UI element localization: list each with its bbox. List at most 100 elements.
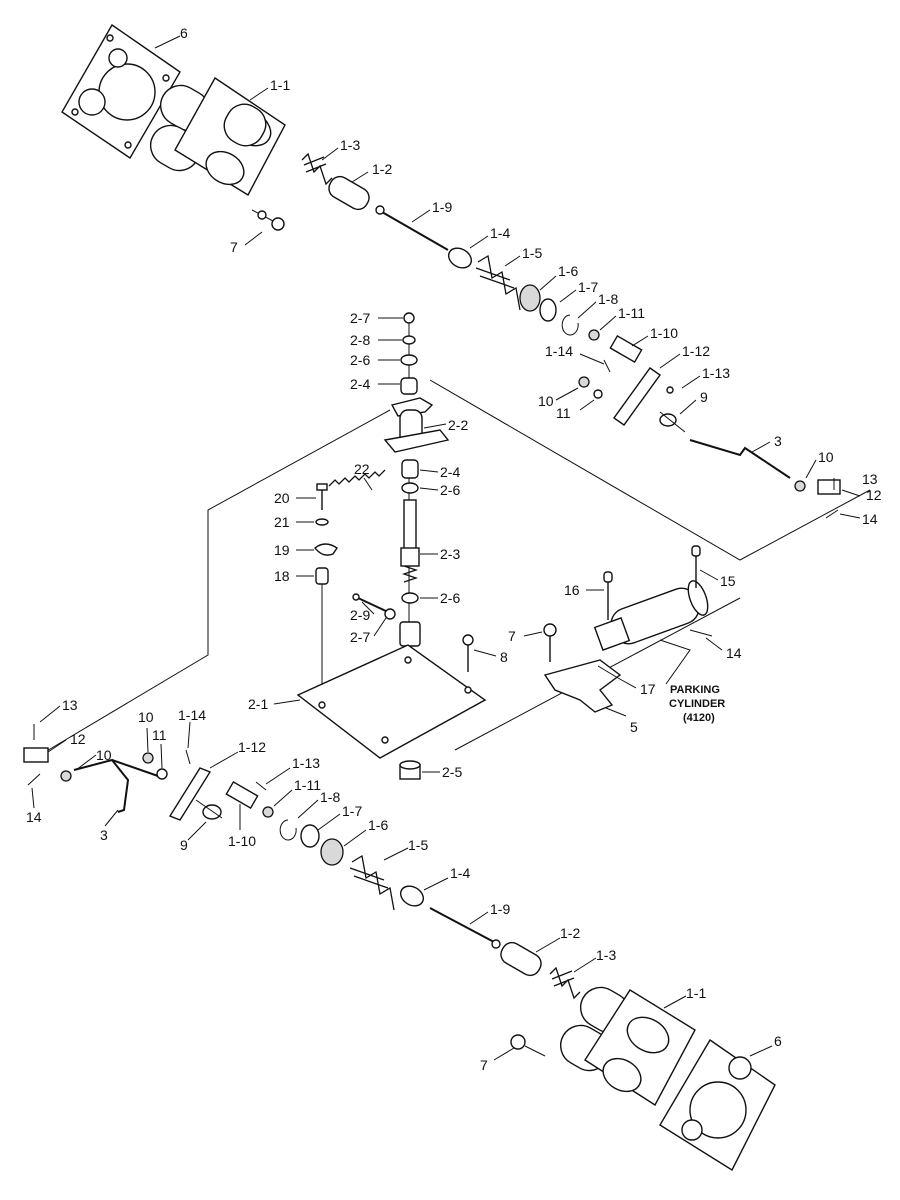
callout-bot-1-2: 1-2 [560,925,580,941]
callout-2-6-top: 2-6 [350,352,370,368]
callout-1-14: 1-14 [545,343,573,359]
callout-2-5: 2-5 [442,764,462,780]
spacer-18 [315,567,329,585]
callout-13: 13 [862,471,878,487]
pin-16 [603,571,613,620]
callout-1-4: 1-4 [490,225,510,241]
bolt-8 [462,634,474,672]
spring-top-1-3 [301,152,333,186]
callout-15: 15 [720,573,736,589]
callout-bot-3: 3 [100,827,108,843]
bushing-2-4-top [400,377,418,395]
callout-2-7-low: 2-7 [350,629,370,645]
pin-17 [597,665,619,679]
top-assembly [61,23,841,519]
nut-top-10b [794,480,806,492]
callout-9: 9 [700,389,708,405]
spring-bot-1-5 [349,854,395,911]
callout-1-3: 1-3 [340,137,360,153]
callout-7-mid: 7 [508,628,516,644]
collar-top [447,247,473,269]
base-plate-2-1 [296,644,487,759]
spring-bot-1-3 [549,966,581,1000]
pin-bot-1-13 [255,781,267,791]
retainer-bot [320,838,344,866]
clevis-bot-12 [23,747,49,763]
callout-14: 14 [862,511,878,527]
callout-bot-1-1: 1-1 [686,985,706,1001]
callouts-middle: 2-7 2-8 2-6 2-4 2-2 22 2-4 2-6 20 21 19 … [248,310,742,780]
oring-bot [300,824,320,848]
callout-10b: 10 [818,449,834,465]
callout-bot-14: 14 [26,809,42,825]
callout-2-4-top: 2-4 [350,376,370,392]
callout-bot-1-3: 1-3 [596,947,616,963]
callout-12: 12 [866,487,882,503]
callout-2-2: 2-2 [448,417,468,433]
shaft-2-3 [400,499,420,583]
lever-top-1-12 [613,367,661,426]
washer-2-8 [402,335,416,345]
gasket-top [61,23,181,159]
bolt-2-9 [352,593,389,613]
callout-bot-1-6: 1-6 [368,817,388,833]
clevis-top-1-10 [609,334,643,364]
callout-bot-1-9: 1-9 [490,901,510,917]
nut-bot-10b [142,752,154,764]
rod-top [381,211,449,251]
nut-bot-1-11 [262,806,274,818]
nut-2-7-top [403,312,415,324]
bracket-2-2 [383,397,450,453]
callout-1-10: 1-10 [650,325,678,341]
washer-2-6-top [400,354,418,366]
washer-bot-11 [156,768,168,780]
callout-bot-1-8: 1-8 [320,789,340,805]
callout-14-mid: 14 [726,645,742,661]
callout-bot-1-5: 1-5 [408,837,428,853]
callout-2-9: 2-9 [350,607,370,623]
callout-16: 16 [564,582,580,598]
callout-bot-1-4: 1-4 [450,865,470,881]
middle-assembly [296,312,713,780]
callout-1-9: 1-9 [432,199,452,215]
callout-2-6-mid: 2-6 [440,482,460,498]
callout-1-8: 1-8 [598,291,618,307]
callout-1-5: 1-5 [522,245,542,261]
callout-1-7: 1-7 [578,279,598,295]
parking-cylinder-label-2: CYLINDER [669,698,725,710]
callout-bot-1-10: 1-10 [228,833,256,849]
callout-bot-12: 12 [70,731,86,747]
pin-bot-14 [27,773,41,786]
callout-18: 18 [274,568,290,584]
bolt-bot-7 [510,1034,546,1057]
callout-22: 22 [354,461,370,477]
piston-bot [500,941,542,977]
callout-bot-1-7: 1-7 [342,803,362,819]
callout-2-8: 2-8 [350,332,370,348]
nut-top-1-11 [588,329,600,341]
bolt-top [251,209,285,231]
callout-2-3: 2-3 [440,546,460,562]
callout-20: 20 [274,490,290,506]
callout-bot-1-11: 1-11 [294,777,321,793]
callout-2-7-top: 2-7 [350,310,370,326]
washer-top-11 [593,389,603,399]
pin-bot-1-14 [185,749,191,765]
valve-body-top [149,76,286,196]
callout-2-6-low: 2-6 [440,590,460,606]
nut-2-7-low [384,608,396,620]
callout-6: 6 [180,25,188,41]
callout-bot-13: 13 [62,697,78,713]
spring-22 [328,469,386,487]
parking-cylinder [593,580,709,651]
callout-1-11: 1-11 [618,305,645,321]
pin-15 [691,545,701,588]
spring-top-1-5 [475,254,521,311]
block-2-9 [399,621,421,647]
nut-2-5 [399,760,421,780]
callout-17: 17 [640,681,656,697]
oring-top [539,298,557,322]
bolt-7-mid [543,623,557,662]
callout-8: 8 [500,649,508,665]
